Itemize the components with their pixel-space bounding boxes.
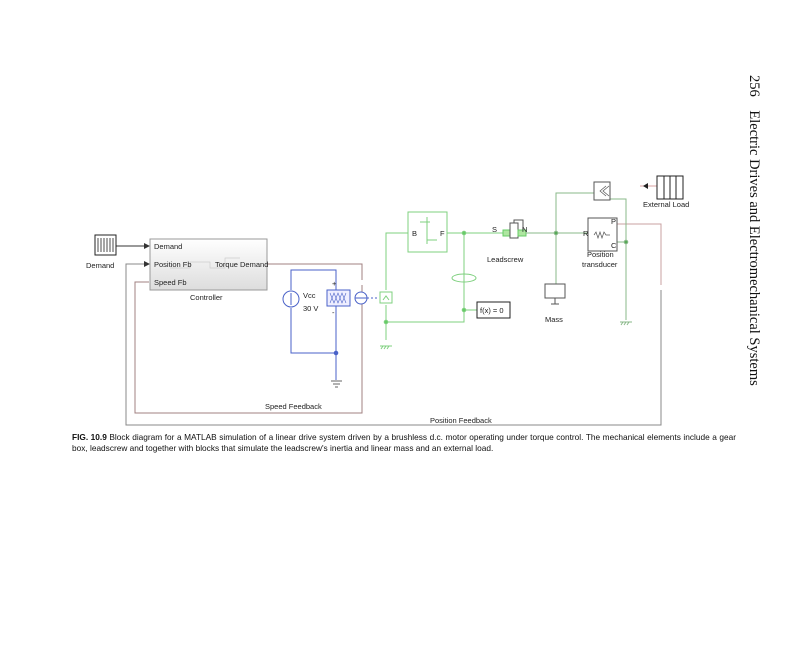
solver-label: f(x) = 0 (480, 306, 504, 315)
inertia-block[interactable] (451, 273, 477, 283)
transducer-label-2: transducer (582, 260, 618, 269)
port-s: S (492, 225, 497, 234)
minus-port: - (332, 308, 335, 317)
controller-label: Controller (190, 293, 223, 302)
port-demand: Demand (154, 242, 182, 251)
port-f: F (440, 229, 445, 238)
port-n: N (522, 225, 527, 234)
speed-feedback-label: Speed Feedback (265, 402, 322, 411)
motor-driver-block[interactable] (326, 289, 377, 307)
force-source-block[interactable] (593, 181, 611, 201)
mass-block[interactable] (544, 283, 566, 305)
position-feedback-label: Position Feedback (430, 416, 492, 425)
port-p: P (611, 217, 616, 226)
translational-network (526, 192, 632, 326)
demand-label: Demand (86, 261, 114, 270)
vcc-value: 30 V (303, 304, 318, 313)
port-c: C (611, 241, 617, 250)
gearbox-block[interactable] (407, 211, 448, 253)
mechanical-ground-icon (380, 345, 392, 350)
port-r: R (583, 229, 589, 238)
plus-port: + (332, 279, 337, 288)
port-b: B (412, 229, 417, 238)
demand-source-block[interactable]: Demand (86, 234, 117, 270)
transducer-label-1: Position (587, 250, 614, 259)
port-torque-demand: Torque Demand (215, 260, 268, 269)
electrical-circuit (282, 269, 377, 388)
vcc-source-block[interactable] (282, 290, 300, 308)
external-load-block[interactable] (643, 175, 684, 200)
mechanical-network (379, 211, 503, 350)
figure-number: FIG. 10.9 (72, 432, 107, 442)
mass-label: Mass (545, 315, 563, 324)
position-transducer-block[interactable] (587, 217, 618, 252)
external-load-label: External Load (643, 200, 689, 209)
vcc-name: Vcc (303, 291, 316, 300)
figure-caption: FIG. 10.9 Block diagram for a MATLAB sim… (72, 432, 736, 454)
port-position-fb: Position Fb (154, 260, 192, 269)
port-speed-fb: Speed Fb (154, 278, 187, 287)
signal-lines (116, 185, 662, 426)
solver-config-block[interactable] (476, 301, 511, 319)
controller-block[interactable]: Demand Position Fb Speed Fb Torque Deman… (149, 238, 268, 302)
caption-text: Block diagram for a MATLAB simulation of… (72, 432, 736, 453)
electrical-ground-icon (331, 380, 342, 388)
rotational-sensor-block[interactable] (379, 291, 393, 304)
leadscrew-label: Leadscrew (487, 255, 524, 264)
